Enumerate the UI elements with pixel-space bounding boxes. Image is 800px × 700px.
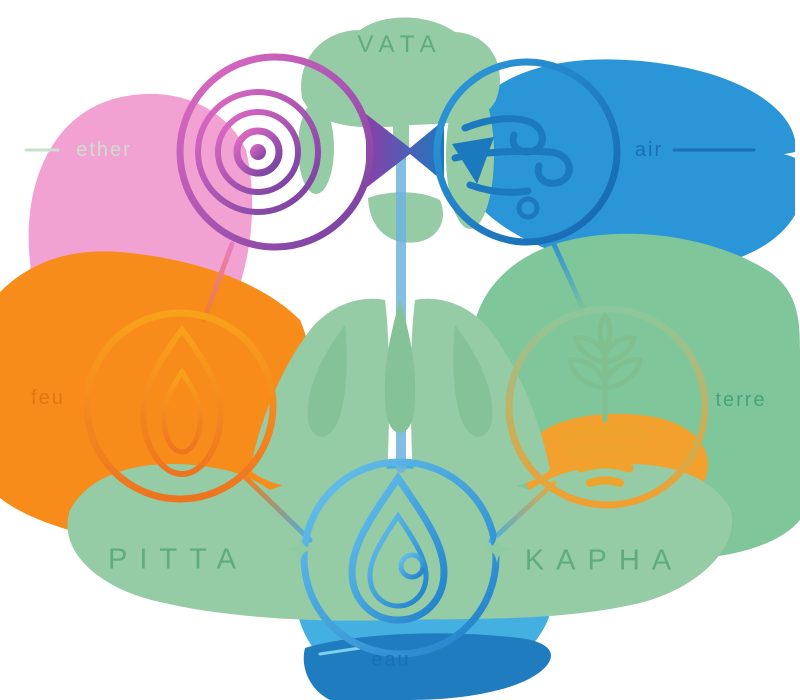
connector-air-earth [549,237,589,318]
connector-ether-air [366,114,444,188]
dosha-label-kapha: KAPHA [524,544,684,577]
wind-swirl-icon [451,115,573,220]
element-label-water: eau [371,649,411,671]
air-blue-wash [458,59,795,271]
earth-circle [505,305,709,509]
sparkle-icon [286,535,511,563]
connector-ether-fire [201,241,235,323]
eau-label-line [318,646,362,656]
ether-circle [176,53,374,251]
dosha-label-vata: VATA [357,31,443,58]
element-label-earth: terre [715,389,767,411]
water-dark-wash [303,633,551,700]
water-drop-icon [348,471,448,624]
connector-fire-water [243,475,313,543]
element-label-fire: feu [31,387,65,409]
lotus-petals [307,300,493,437]
dosha-label-pitta: PITTA [107,543,249,576]
fire-circle [83,309,277,503]
flame-icon [140,324,224,478]
element-label-ether: ether [76,139,132,161]
sprout-icon [559,311,651,487]
concentric-circles-icon [195,89,321,215]
element-label-air: air [634,139,664,161]
air-circle [433,58,621,246]
fire-orange-wash [0,251,314,546]
connector-earth-water [488,480,557,544]
